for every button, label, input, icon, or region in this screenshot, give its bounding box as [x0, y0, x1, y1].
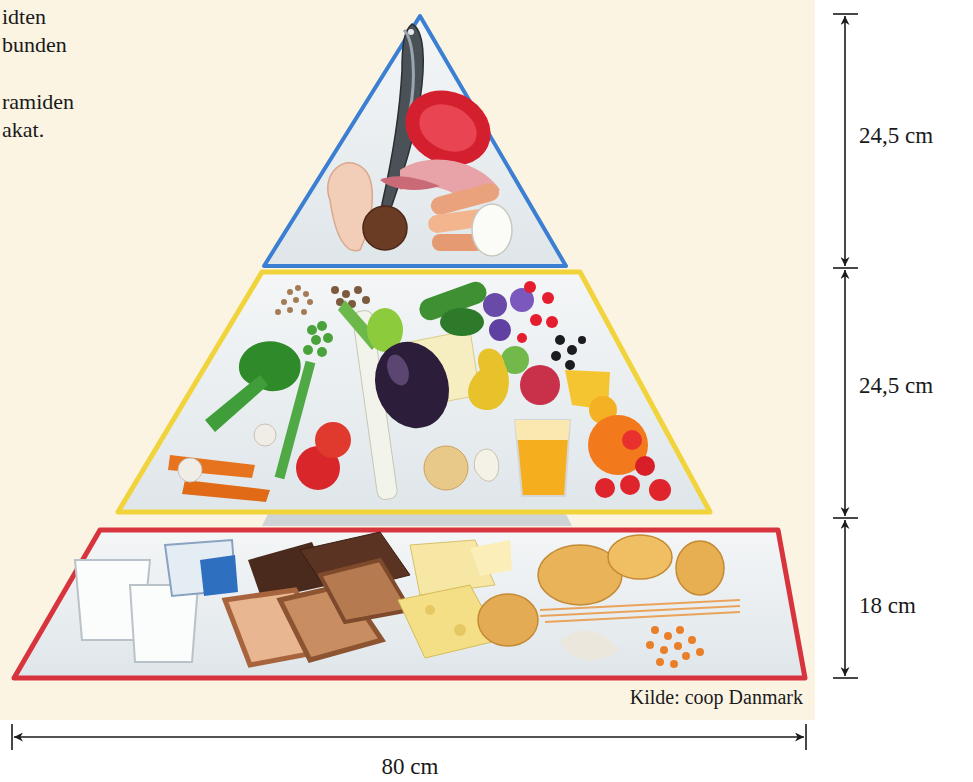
dimension-label: 24,5 cm — [859, 122, 933, 150]
source-credit: Kilde: coop Danmark — [630, 685, 803, 709]
text-fragment: idten — [2, 4, 46, 30]
text-fragment: ramiden — [2, 89, 74, 115]
vegetables-fruit — [168, 279, 671, 502]
top-band — [264, 16, 566, 266]
milk-bread-potatoes — [75, 532, 740, 668]
band-shadow — [262, 514, 572, 526]
dimension-lines — [12, 14, 858, 750]
text-fragment: bunden — [2, 32, 67, 58]
dimension-label: 18 cm — [859, 592, 916, 620]
middle-band — [118, 272, 710, 512]
bottom-band — [14, 530, 805, 678]
meat-fish-egg — [328, 24, 512, 256]
page-ground — [0, 0, 815, 720]
text-fragment: akat. — [2, 117, 44, 143]
dimension-label: 24,5 cm — [859, 372, 933, 400]
dimension-label: 80 cm — [382, 753, 439, 781]
